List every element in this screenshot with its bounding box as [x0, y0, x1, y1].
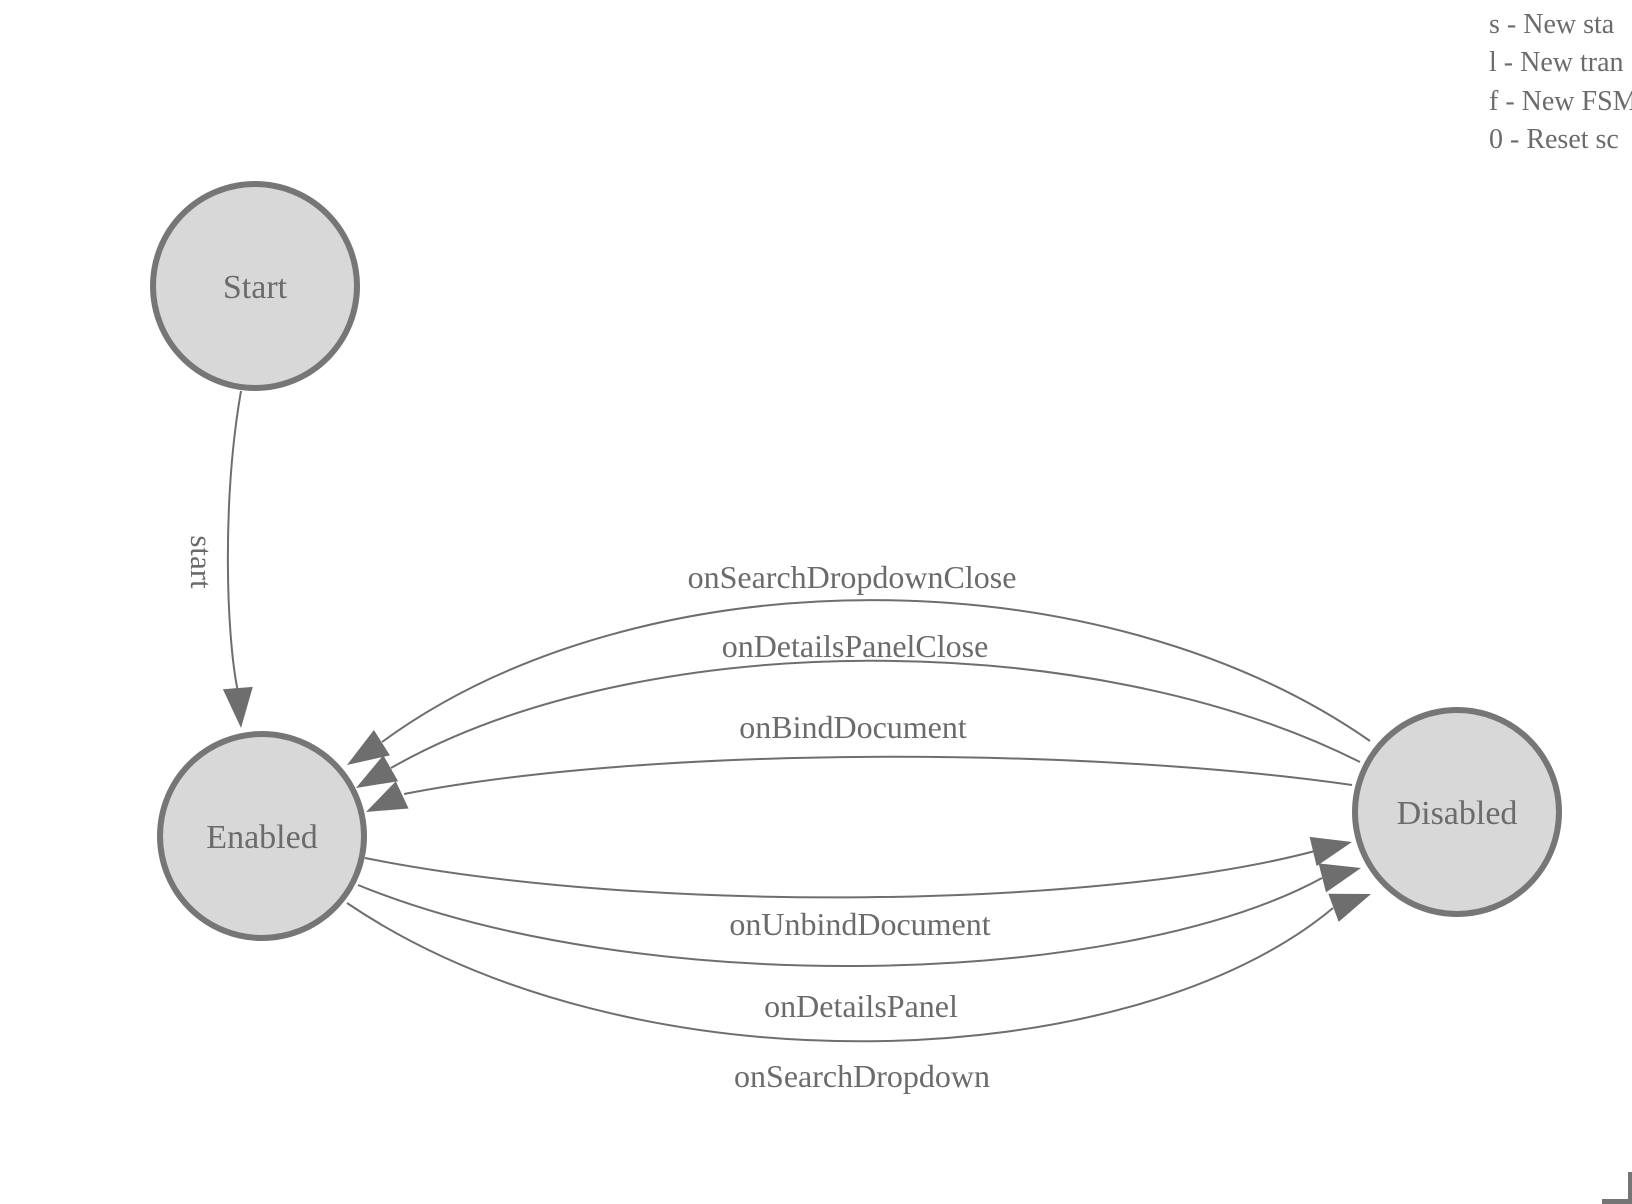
state-node-disabled[interactable]: Disabled	[1352, 707, 1562, 917]
edge-onDetailsPanel[interactable]: onDetailsPanel	[357, 863, 1361, 1024]
edge-onBindDocument[interactable]: onBindDocument	[366, 709, 1353, 812]
edge-onUnbindDocument-path[interactable]	[364, 850, 1316, 899]
state-node-start[interactable]: Start	[150, 181, 360, 391]
legend-line-new-transition: l - New tran	[1489, 47, 1624, 79]
edge-start-label: start	[184, 535, 219, 589]
edge-onBindDocument-path[interactable]	[403, 755, 1353, 795]
edge-onSearchDropdownClose-path[interactable]	[381, 599, 1371, 743]
shortcut-legend: s - New sta l - New tran f - New FSM 0 -…	[1489, 6, 1632, 159]
state-node-start-label: Start	[223, 269, 288, 306]
edge-onUnbindDocument-label: onUnbindDocument	[729, 906, 990, 942]
edge-onBindDocument-label: onBindDocument	[739, 709, 967, 745]
state-node-disabled-label: Disabled	[1397, 795, 1518, 832]
edge-onDetailsPanel-path[interactable]	[357, 877, 1323, 967]
edge-onDetailsPanel-label: onDetailsPanel	[764, 988, 958, 1024]
edge-start[interactable]: start	[184, 390, 253, 728]
edge-onBindDocument-arrowhead	[366, 781, 409, 812]
edge-onDetailsPanelClose-label: onDetailsPanelClose	[722, 628, 989, 664]
legend-line-reset-scale: 0 - Reset sc	[1489, 123, 1619, 155]
edge-onSearchDropdownClose-label: onSearchDropdownClose	[688, 559, 1017, 595]
state-node-enabled-circle[interactable]	[157, 731, 367, 941]
state-node-start-circle[interactable]	[150, 181, 360, 391]
legend-line-new-fsm: f - New FSM	[1489, 85, 1632, 117]
edge-onSearchDropdown-label: onSearchDropdown	[734, 1058, 990, 1094]
edge-onSearchDropdownClose[interactable]: onSearchDropdownClose	[347, 559, 1371, 765]
edge-start-arrowhead	[222, 686, 253, 728]
state-node-disabled-circle[interactable]	[1352, 707, 1562, 917]
state-node-enabled-label: Enabled	[206, 819, 317, 856]
edge-onDetailsPanelClose-path[interactable]	[390, 659, 1361, 769]
clipped-corner-frame	[1602, 1172, 1632, 1204]
edge-onDetailsPanelClose[interactable]: onDetailsPanelClose	[356, 628, 1361, 788]
edge-onSearchDropdown[interactable]: onSearchDropdown	[346, 893, 1371, 1094]
edge-onDetailsPanel-arrowhead	[1318, 863, 1361, 893]
edge-start-path[interactable]	[226, 390, 242, 693]
state-node-enabled[interactable]: Enabled	[157, 731, 367, 941]
edge-onDetailsPanelClose-arrowhead	[356, 755, 399, 788]
edge-onSearchDropdown-path[interactable]	[346, 902, 1334, 1043]
legend-line-new-state: s - New sta	[1489, 9, 1615, 40]
edge-onSearchDropdown-arrowhead	[1328, 893, 1371, 922]
edge-onSearchDropdownClose-arrowhead	[347, 730, 390, 765]
edge-onUnbindDocument[interactable]: onUnbindDocument	[364, 836, 1352, 942]
edge-onUnbindDocument-arrowhead	[1309, 836, 1352, 867]
